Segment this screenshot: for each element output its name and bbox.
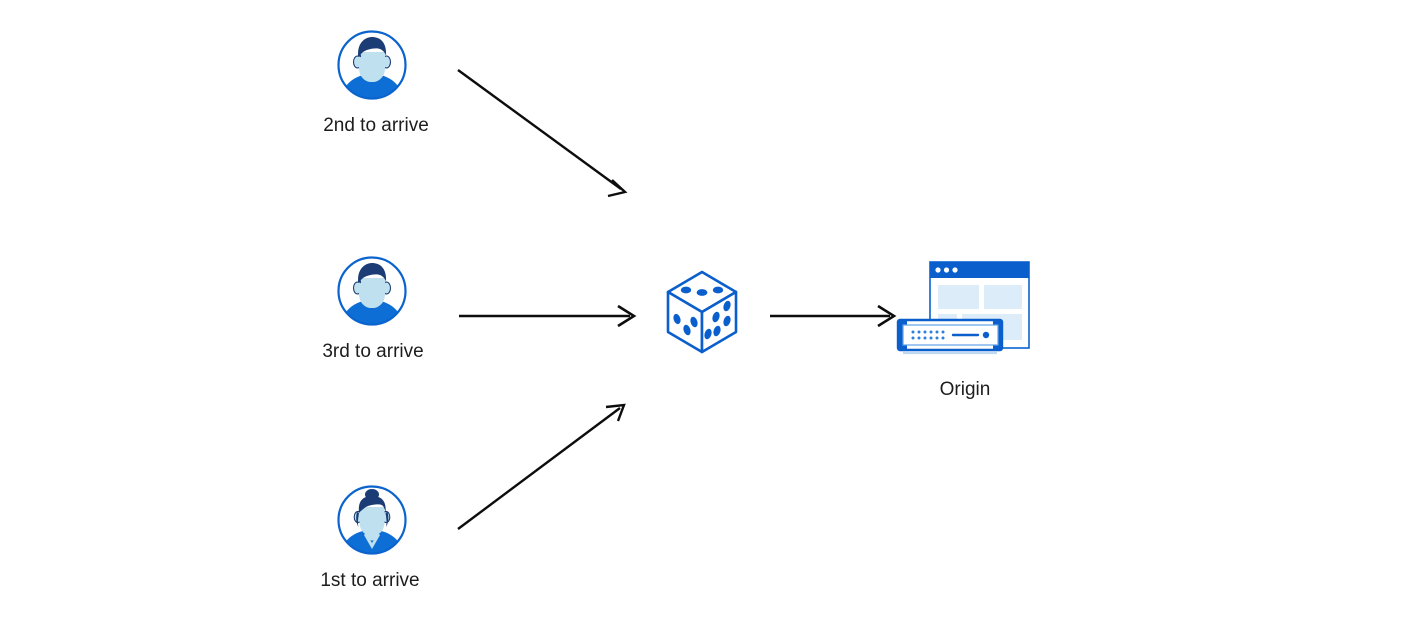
origin-server-icon [896,261,1030,355]
node-client-2nd[interactable] [335,28,409,102]
user-avatar-male-icon [337,256,407,326]
node-client-2nd-label: 2nd to arrive [323,115,429,136]
node-client-1st[interactable] [335,483,409,557]
server-appliance-icon [896,318,1004,355]
node-origin-server[interactable] [893,256,1035,362]
node-client-3rd[interactable] [335,254,409,328]
dice-icon [666,270,738,354]
arrow-dice-to-origin [770,304,897,328]
arrow-3rd-to-dice [459,304,637,328]
user-avatar-female-icon [337,485,407,555]
arrow-1st-to-dice [457,403,626,530]
node-origin-server-label: Origin [939,379,991,400]
node-client-1st-label: 1st to arrive [320,570,420,591]
node-randomizer[interactable] [660,266,744,358]
node-client-3rd-label: 3rd to arrive [322,341,424,362]
user-avatar-male-icon [337,30,407,100]
